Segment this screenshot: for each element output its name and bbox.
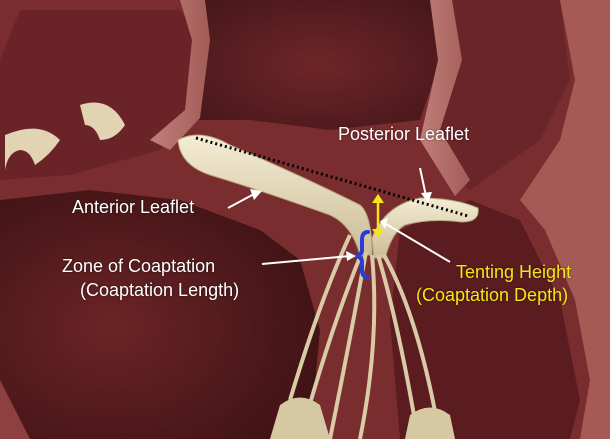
- posterior-leaflet-label: Posterior Leaflet: [338, 124, 469, 144]
- coaptation-depth-label: (Coaptation Depth): [416, 285, 568, 305]
- anterior-leaflet-label: Anterior Leaflet: [72, 197, 194, 217]
- tenting-height-label: Tenting Height: [456, 262, 571, 282]
- left-atrium-cavity: [195, 0, 440, 130]
- coaptation-length-label: (Coaptation Length): [80, 280, 239, 300]
- zone-of-coaptation-label: Zone of Coaptation: [62, 256, 215, 276]
